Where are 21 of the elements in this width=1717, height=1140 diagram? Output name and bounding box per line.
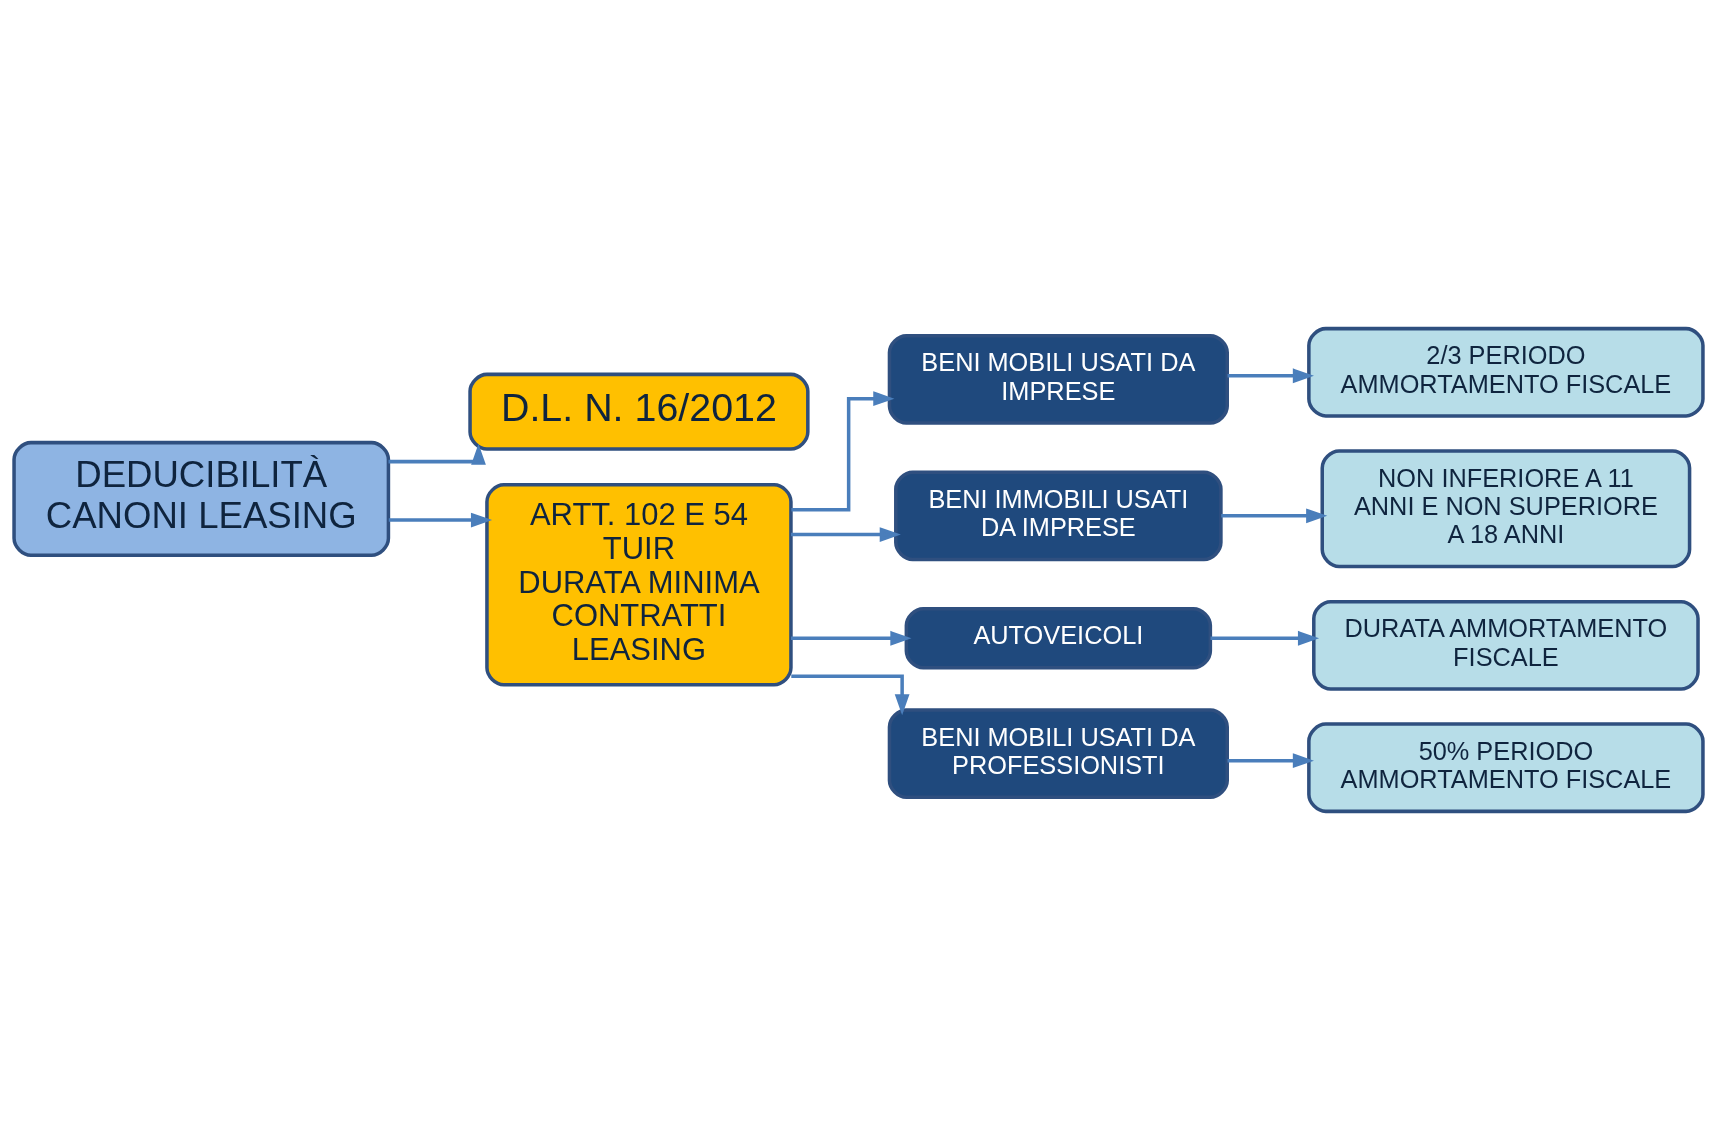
node-box: 50% PERIODO AMMORTAMENTO FISCALE <box>1307 722 1705 814</box>
node-box: DURATA AMMORTAMENTO FISCALE <box>1312 599 1700 691</box>
node-box: AUTOVEICOLI <box>904 606 1213 670</box>
arrow <box>1210 630 1320 646</box>
node-box: ARTT. 102 E 54 TUIR DURATA MINIMA CONTRATTI LEASING <box>485 483 793 687</box>
arrow <box>791 391 895 512</box>
node-box: 2/3 PERIODO AMMORTAMENTO FISCALE <box>1307 326 1705 418</box>
arrow <box>388 512 493 528</box>
node-box: BENI IMMOBILI USATI DA IMPRESE <box>894 470 1223 562</box>
arrow <box>1221 508 1328 524</box>
arrow <box>790 527 901 542</box>
node-box: BENI MOBILI USATI DA IMPRESE <box>887 333 1229 425</box>
arrow <box>388 443 486 465</box>
arrow <box>791 674 910 716</box>
node-box: BENI MOBILI USATI DA PROFESSIONISTI <box>887 708 1229 800</box>
arrow <box>790 630 912 646</box>
arrow <box>1227 368 1314 384</box>
node-box: D.L. N. 16/2012 <box>468 372 810 451</box>
node-box: NON INFERIORE A 11 ANNI E NON SUPERIORE A 18 ANNI <box>1320 449 1692 569</box>
arrow <box>1227 753 1314 769</box>
node-box: DEDUCIBILITÀ CANONI LEASING <box>12 440 391 557</box>
